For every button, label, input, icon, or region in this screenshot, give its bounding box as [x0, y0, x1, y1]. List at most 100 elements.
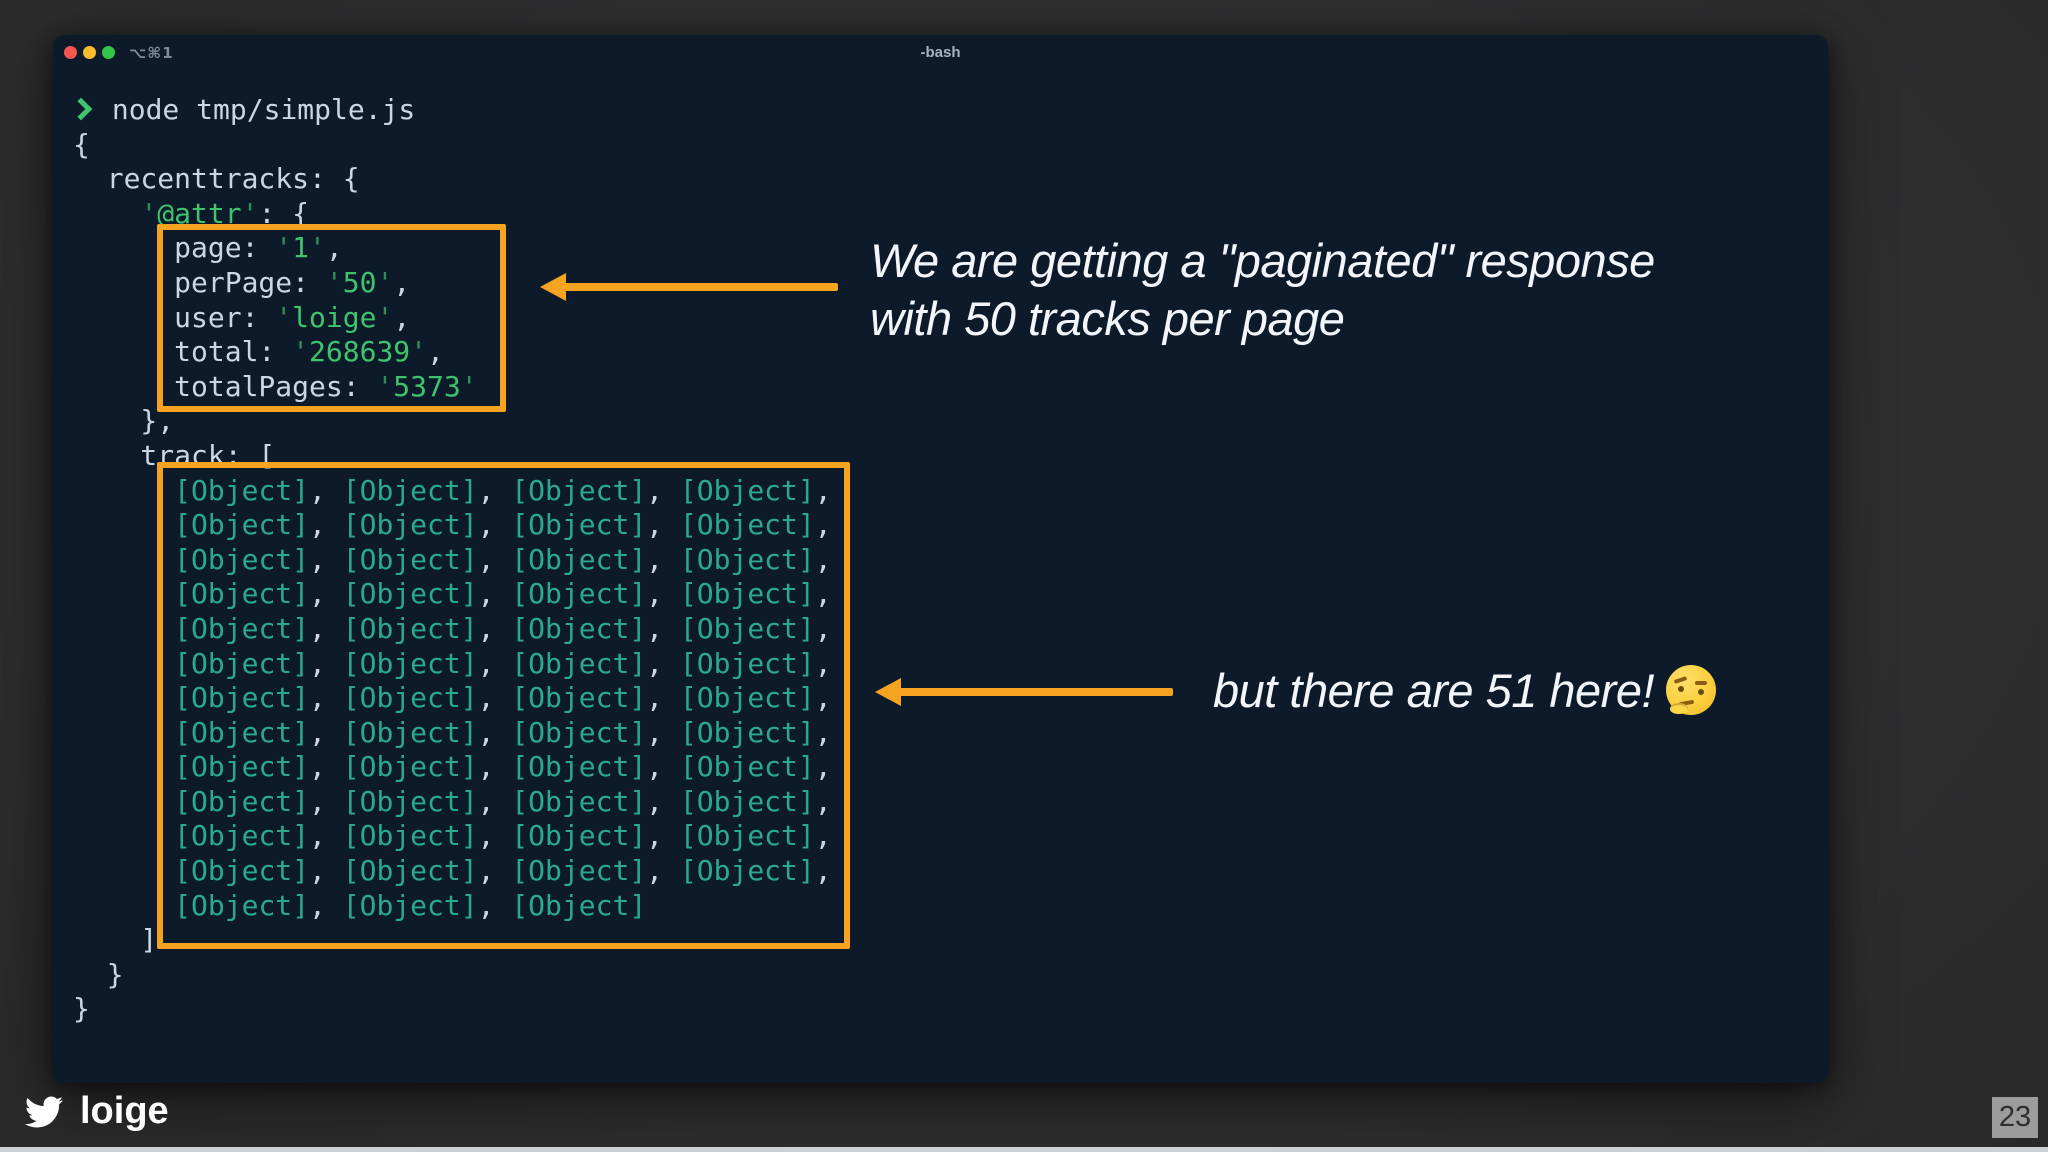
terminal-text-segment: ,	[646, 473, 680, 507]
minimize-button[interactable]	[83, 46, 96, 59]
terminal-text-segment: [Object]	[174, 508, 310, 542]
terminal-text-segment: [Object]	[342, 508, 478, 542]
terminal-line: }	[73, 958, 832, 993]
terminal-text-segment: }	[73, 992, 90, 1026]
terminal-text-segment: [Object]	[511, 508, 647, 542]
terminal-line: node tmp/simple.js	[69, 93, 832, 128]
arrow-left-icon	[540, 273, 840, 301]
terminal-text-segment: [Object]	[174, 888, 310, 922]
terminal-text-segment: [Object]	[342, 888, 478, 922]
terminal-text-segment: 50	[342, 265, 377, 299]
terminal-text-segment: ,	[309, 819, 343, 853]
zoom-button[interactable]	[102, 46, 115, 59]
terminal-text-segment: ,	[646, 646, 680, 680]
terminal-text-segment: ,	[477, 646, 512, 680]
terminal-text-segment: : {	[258, 196, 310, 230]
arrow-left-icon	[875, 678, 1175, 706]
terminal-text-segment: ,	[646, 854, 680, 888]
terminal-text-segment: [Object]	[511, 542, 647, 576]
terminal-text-segment: [Object]	[174, 750, 310, 784]
terminal-text-segment: ,	[646, 819, 680, 853]
terminal-line: total: '268639',	[73, 335, 832, 370]
twitter-bird-icon	[25, 1096, 63, 1127]
terminal-text-segment: ,	[477, 819, 512, 853]
terminal-text-segment: {	[73, 127, 90, 161]
terminal-text-segment: totalPages:	[73, 369, 377, 403]
terminal-text-segment: perPage:	[73, 265, 326, 299]
terminal-text-segment: [Object]	[511, 473, 647, 507]
terminal-text-segment: [Object]	[174, 715, 310, 749]
terminal-text-segment: ,	[814, 854, 832, 888]
terminal-text-segment: 268639	[309, 335, 411, 369]
terminal-text-segment: ,	[309, 784, 343, 818]
terminal-text-segment: ,	[477, 681, 512, 715]
terminal-text-segment: [Object]	[342, 681, 478, 715]
terminal-line: [Object], [Object], [Object], [Object],	[73, 715, 832, 751]
terminal-text-segment: ,	[814, 750, 832, 784]
terminal-text-segment: [Object]	[511, 577, 647, 611]
terminal-line: user: 'loige',	[73, 301, 832, 336]
terminal-text-segment: [Object]	[511, 888, 647, 922]
terminal-text-segment: '	[275, 300, 293, 334]
terminal-text-segment: [Object]	[511, 681, 647, 715]
terminal-line: [Object], [Object], [Object], [Object],	[73, 542, 831, 578]
terminal-text-segment: ,	[477, 611, 512, 645]
terminal-text-segment	[73, 197, 140, 230]
terminal-text-segment: ,	[309, 473, 343, 507]
terminal-text-segment: page:	[73, 231, 276, 265]
terminal-text-segment: ,	[309, 681, 343, 715]
arrow-shaft	[895, 688, 1173, 696]
terminal-text-segment: ,	[477, 508, 512, 542]
terminal-text-segment: '	[292, 335, 310, 369]
terminal-text-segment: [Object]	[679, 508, 815, 542]
highlight-box-attr	[157, 224, 506, 412]
terminal-text-segment: ,	[646, 508, 680, 542]
terminal-text-segment: [Object]	[174, 646, 310, 680]
terminal-text-segment: ,	[814, 784, 832, 818]
terminal-output: node tmp/simple.js{ recenttracks: { '@at…	[69, 93, 832, 1027]
terminal-text-segment: ,	[477, 577, 512, 611]
terminal-text-segment: ,	[309, 854, 343, 888]
terminal-text-segment: ,	[309, 715, 343, 749]
terminal-text-segment: ,	[814, 715, 832, 749]
terminal-text-segment: ,	[393, 300, 411, 334]
terminal-text-segment: total:	[73, 335, 293, 369]
terminal-text-segment: '	[376, 369, 394, 403]
arrow-shaft	[560, 283, 838, 291]
terminal-text-segment: ,	[646, 750, 680, 784]
annotation-paginated: We are getting a "paginated" response wi…	[870, 232, 1700, 348]
terminal-text-segment: [Object]	[511, 646, 647, 680]
terminal-text-segment: '	[410, 335, 428, 369]
terminal-line: [Object], [Object], [Object], [Object],	[73, 750, 832, 785]
terminal-line: page: '1',	[73, 231, 832, 266]
close-button[interactable]	[64, 46, 77, 59]
terminal-text-segment: [Object]	[174, 854, 310, 888]
terminal-text-segment: '	[376, 300, 394, 334]
tab-shortcut-label: ⌥⌘1	[129, 44, 174, 62]
terminal-text-segment: '	[241, 196, 259, 230]
terminal-text-segment: [Object]	[342, 854, 478, 888]
terminal-text-segment: [Object]	[342, 819, 478, 853]
terminal-text-segment: ,	[309, 542, 343, 576]
terminal-text-segment: [Object]	[679, 854, 815, 888]
terminal-text-segment: node tmp/simple.js	[95, 93, 416, 126]
prompt-chevron-icon	[69, 97, 93, 121]
terminal-text-segment: ,	[427, 335, 444, 369]
bottom-edge-strip	[0, 1147, 2048, 1152]
terminal-text-segment: 1	[292, 231, 310, 265]
terminal-text-segment: ,	[814, 646, 832, 680]
terminal-text-segment: ,	[477, 473, 512, 507]
terminal-text-segment: [Object]	[342, 750, 478, 784]
terminal-text-segment: 5373	[393, 369, 461, 403]
terminal-text-segment: ,	[477, 888, 512, 922]
terminal-text-segment: [Object]	[679, 819, 815, 853]
terminal-text-segment: ,	[477, 784, 512, 818]
terminal-text-segment: '	[309, 231, 326, 265]
terminal-text-segment: ,	[814, 508, 832, 542]
terminal-text-segment: '	[275, 231, 293, 265]
terminal-text-segment: [Object]	[342, 784, 478, 818]
terminal-text-segment: ,	[477, 854, 512, 888]
terminal-text-segment: ,	[325, 231, 343, 265]
terminal-text-segment: loige	[292, 300, 377, 334]
